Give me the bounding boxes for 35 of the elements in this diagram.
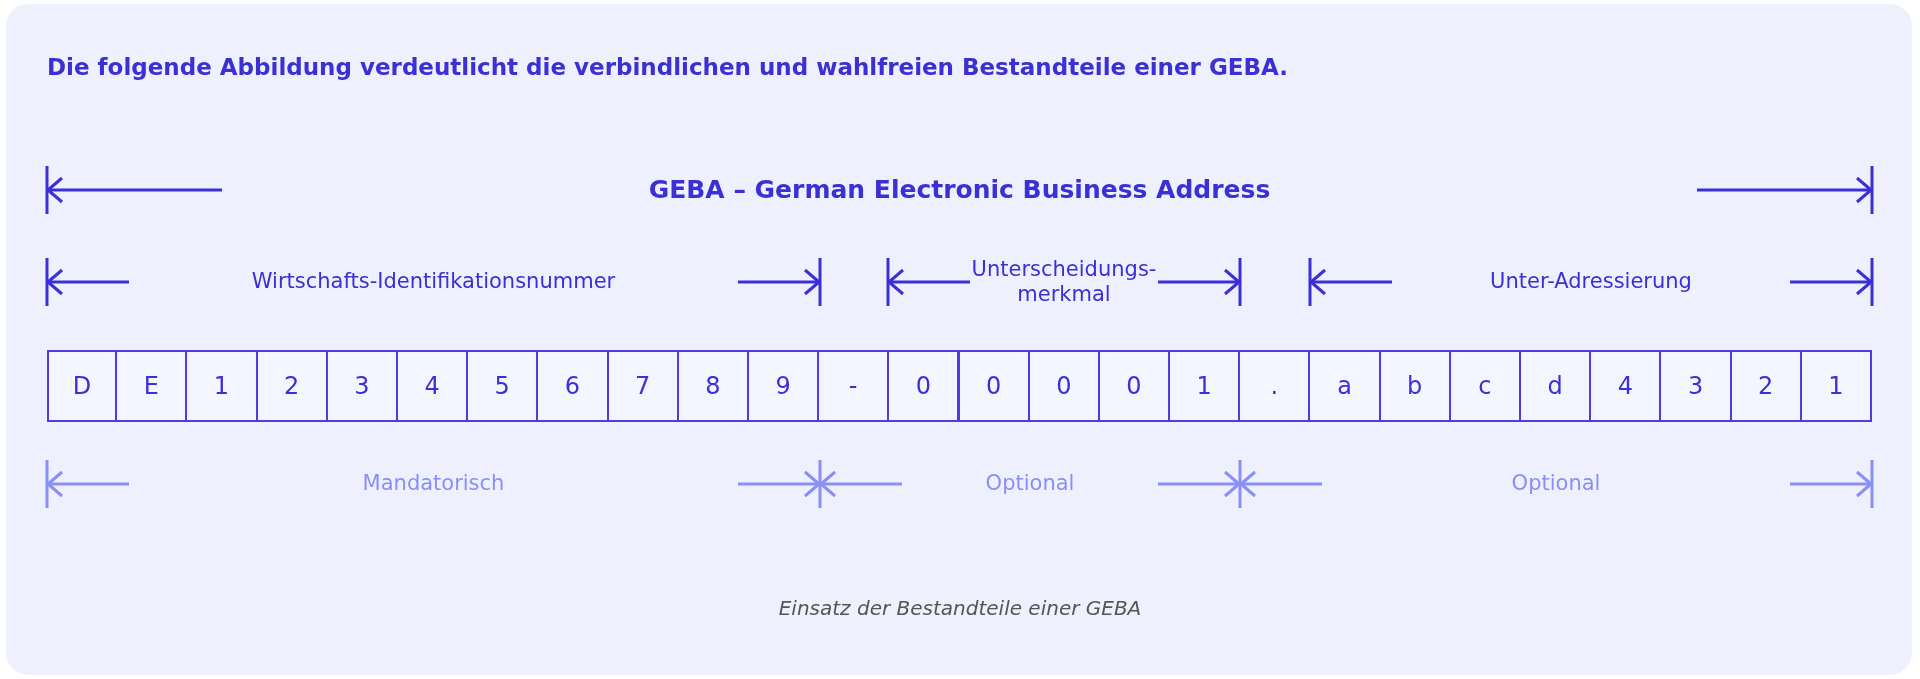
dimension-label: Unter-Adressierung xyxy=(1490,269,1692,295)
character-cell: c xyxy=(1448,350,1522,422)
dimension-label: Optional xyxy=(985,471,1075,497)
character-cell: 3 xyxy=(1659,350,1732,422)
character-cell: - xyxy=(817,350,890,422)
character-cell: 6 xyxy=(536,350,609,422)
character-cell: a xyxy=(1308,350,1381,422)
character-cell: E xyxy=(115,350,188,422)
character-cell: b xyxy=(1378,350,1451,422)
character-cell: d xyxy=(1519,350,1592,422)
character-cell: 4 xyxy=(1589,350,1662,422)
character-cell: 8 xyxy=(676,350,749,422)
dimension-label: Wirtschafts-Identifikationsnummer xyxy=(251,269,616,295)
character-cell: D xyxy=(47,350,118,422)
character-cell: 1 xyxy=(185,350,258,422)
character-cell: 5 xyxy=(466,350,539,422)
character-cell: 0 xyxy=(957,350,1030,422)
character-cell: 9 xyxy=(746,350,820,422)
character-cell: 2 xyxy=(1729,350,1802,422)
character-cell: 1 xyxy=(1168,350,1241,422)
character-cell: 1 xyxy=(1799,350,1872,422)
dimension-label: Unterscheidungs-merkmal xyxy=(970,256,1158,308)
heading: Die folgende Abbildung verdeutlicht die verbindlichen und wahlfreien Bestandteile einer GEBA. xyxy=(47,54,1289,80)
character-cell: 2 xyxy=(255,350,328,422)
character-cell: 0 xyxy=(1097,350,1171,422)
character-cell: 0 xyxy=(1027,350,1100,422)
dimension-label: GEBA – German Electronic Business Address xyxy=(648,175,1271,205)
dimension-label: Optional xyxy=(1511,471,1601,497)
character-cell: . xyxy=(1238,350,1311,422)
caption: Einsatz der Bestandteile einer GEBA xyxy=(777,596,1143,620)
character-cell: 3 xyxy=(325,350,398,422)
character-cell: 7 xyxy=(606,350,679,422)
character-cell: 4 xyxy=(395,350,469,422)
dimension-label: Mandatorisch xyxy=(362,471,505,497)
character-cell: 0 xyxy=(887,350,960,422)
